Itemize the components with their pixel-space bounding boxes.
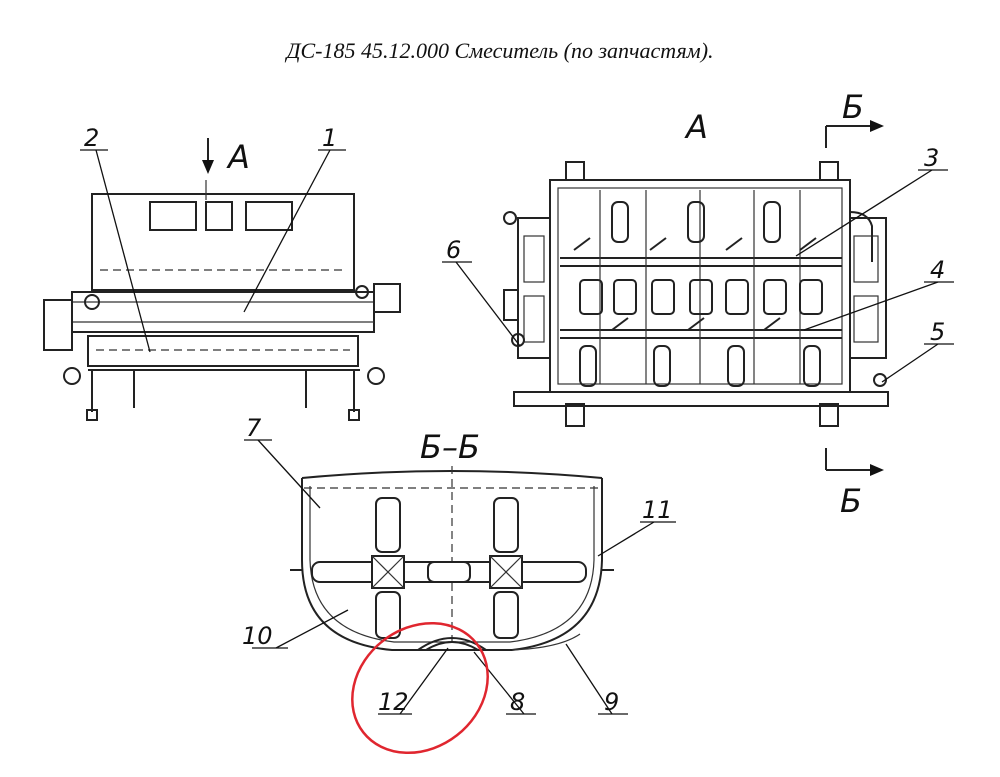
section-title: Б–Б xyxy=(420,428,480,466)
callout-3 xyxy=(795,169,948,257)
callout-12-label: 12 xyxy=(378,688,409,716)
highlight-ellipse xyxy=(351,621,489,755)
callout-8-label: 8 xyxy=(510,688,525,716)
callout-2 xyxy=(80,149,151,353)
callout-11 xyxy=(597,521,676,557)
callout-10-label: 10 xyxy=(242,622,273,650)
callout-1-label: 1 xyxy=(322,124,337,152)
callout-12 xyxy=(378,647,449,715)
callout-9-label: 9 xyxy=(604,688,619,716)
top-view xyxy=(503,161,889,427)
callout-6 xyxy=(442,261,521,347)
view-a-label: А xyxy=(684,108,708,146)
view-a-arrow-label: А xyxy=(226,138,250,176)
callout-5-label: 5 xyxy=(930,318,945,346)
callout-4-label: 4 xyxy=(930,256,945,284)
callout-7 xyxy=(244,439,321,509)
section-marker-top-label: Б xyxy=(842,88,864,126)
drawing-title: ДС-185 45.12.000 Смеситель (по запчастям… xyxy=(284,38,713,63)
callout-6-label: 6 xyxy=(446,236,461,264)
callout-10 xyxy=(252,609,349,649)
section-marker-top xyxy=(825,120,884,148)
front-view xyxy=(43,180,401,421)
callout-5 xyxy=(881,343,954,383)
section-view xyxy=(290,466,614,651)
callout-9 xyxy=(565,643,628,715)
callout-4 xyxy=(803,281,954,331)
callout-1 xyxy=(243,149,346,313)
callout-2-label: 2 xyxy=(84,124,99,152)
callout-11-label: 11 xyxy=(642,496,673,524)
callout-3-label: 3 xyxy=(924,144,939,172)
view-a-arrow xyxy=(202,138,214,174)
section-marker-bottom xyxy=(825,448,884,476)
section-marker-bottom-label: Б xyxy=(840,482,862,520)
callout-7-label: 7 xyxy=(246,414,262,442)
callout-8 xyxy=(473,651,536,715)
